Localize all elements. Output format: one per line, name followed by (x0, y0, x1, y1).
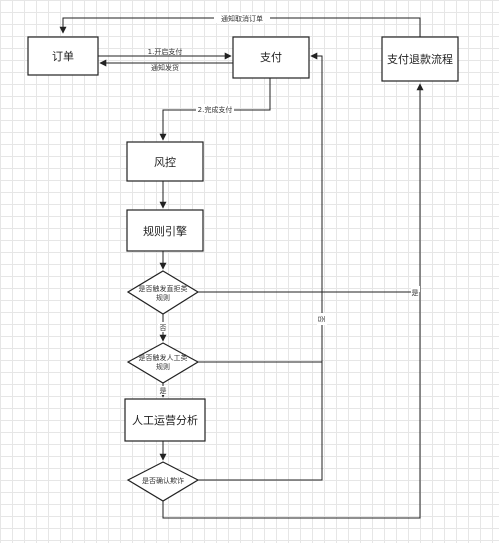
edge-label-reject-no: 否 (160, 324, 167, 332)
edge-label-manual-no: 否 (317, 316, 325, 323)
node-risk: 风控 (126, 141, 204, 182)
node-pay-label: 支付 (260, 51, 282, 64)
edge-reject-yes: 是 (198, 83, 424, 297)
edge-label-payment-complete: 2.完成支付 (198, 105, 233, 114)
decision-fraud-label: 是否确认欺诈 (142, 476, 184, 485)
node-order-label: 订单 (52, 50, 74, 63)
edge-label-reject-yes: 是 (412, 289, 419, 297)
edge-fraud-to-pay (198, 362, 323, 481)
node-refund: 支付退款流程 (381, 36, 459, 82)
decision-manual-line1: 是否触发人工类 (139, 353, 188, 362)
node-manual-analysis: 人工运营分析 (124, 398, 206, 442)
edge-label-notify-shipping: 通知发货 (151, 63, 179, 72)
node-manual-analysis-label: 人工运营分析 (132, 413, 198, 427)
edge-initiate-payment: 1.开启支付 (98, 47, 232, 60)
edge-fraud-to-refund (162, 292, 421, 519)
node-decision-manual: 是否触发人工类 规则 (126, 342, 200, 384)
node-decision-reject: 是否触发直拒类 规则 (126, 270, 200, 315)
edge-notify-cancel-order: 通知取消订单 (59, 13, 421, 37)
edge-reject-no: 否 (158, 314, 168, 342)
node-order: 订单 (27, 36, 99, 76)
node-risk-label: 风控 (154, 155, 176, 169)
edge-manual-yes: 是 (158, 383, 168, 398)
edge-label-initiate-payment: 1.开启支付 (148, 47, 183, 56)
node-decision-fraud: 是否确认欺诈 (126, 461, 200, 502)
node-refund-label: 支付退款流程 (387, 52, 453, 66)
edge-payment-complete: 2.完成支付 (159, 78, 271, 141)
edge-notify-shipping: 通知发货 (99, 59, 233, 72)
edge-manual-no: 否 (198, 52, 327, 363)
decision-reject-line1: 是否触发直拒类 (139, 284, 188, 293)
edge-label-manual-yes: 是 (160, 387, 167, 395)
node-pay: 支付 (232, 36, 310, 79)
edge-label-notify-cancel-order: 通知取消订单 (221, 14, 263, 23)
node-rule-engine-label: 规则引擎 (143, 224, 187, 238)
node-rule-engine: 规则引擎 (126, 209, 204, 252)
decision-manual-line2: 规则 (156, 362, 170, 371)
decision-reject-line2: 规则 (156, 293, 170, 302)
